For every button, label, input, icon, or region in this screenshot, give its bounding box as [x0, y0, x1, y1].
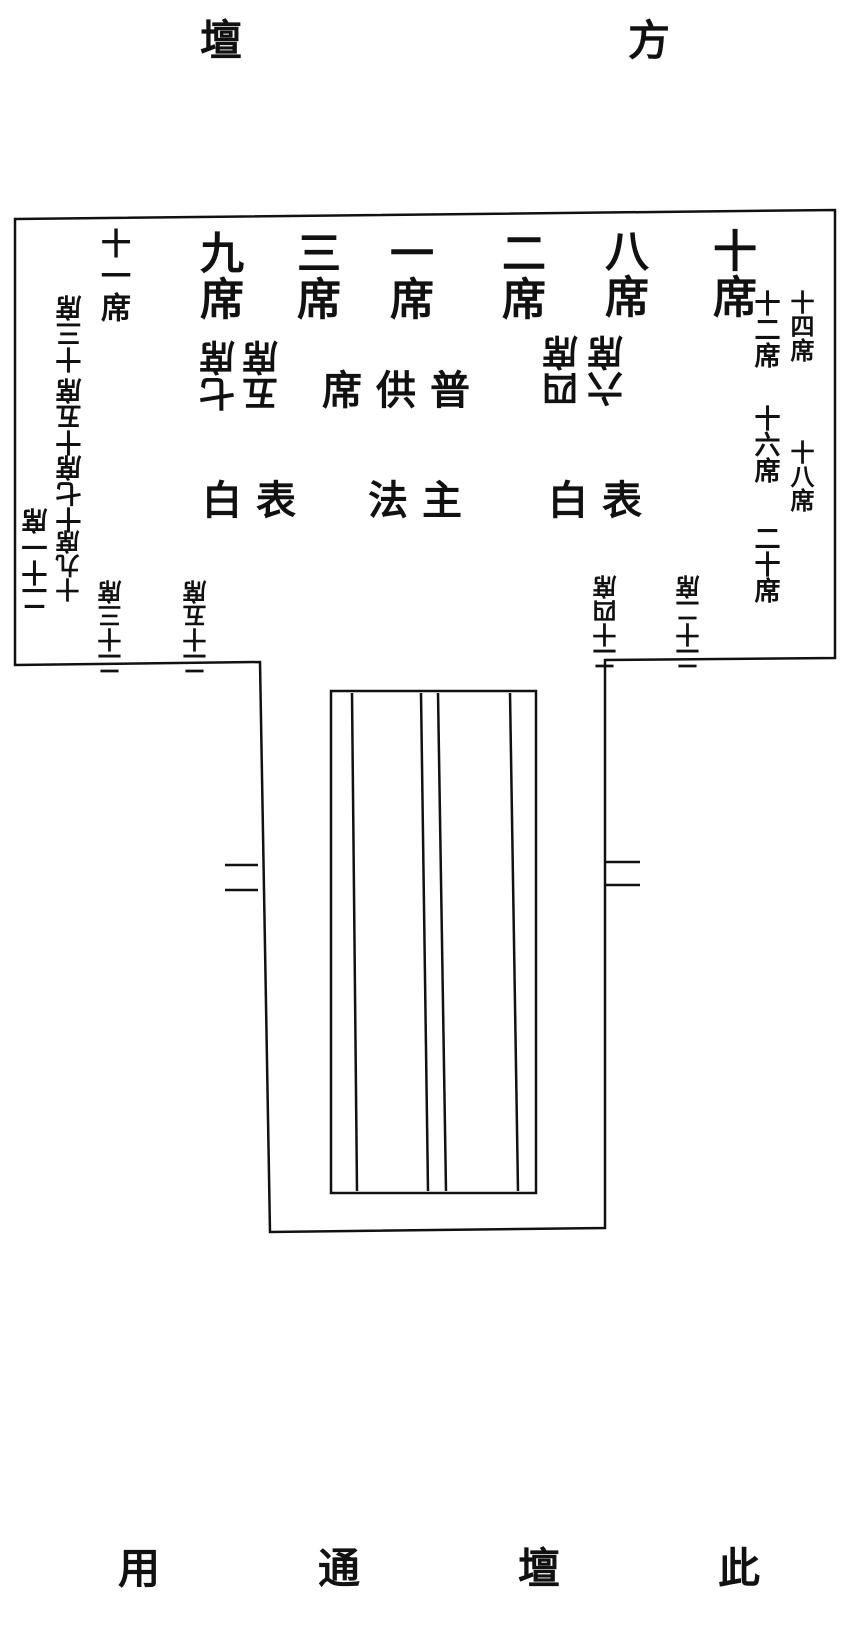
altar-table-line [419, 692, 430, 1192]
seat-top-2: 九席 [192, 230, 243, 322]
seat-top-7: 十席 [705, 228, 756, 320]
seat-bottom-left-1: 二十五席 [182, 580, 211, 676]
seat-top-5: 二席 [494, 230, 545, 322]
seat-inner-right-1: 六席 [587, 335, 629, 407]
seat-right-5: 二十席 [750, 525, 780, 603]
altar-table-line [436, 692, 448, 1192]
seat-left-3: 十七席 [56, 455, 86, 533]
seat-left-1: 十三席 [56, 295, 86, 373]
seat-right-2: 十四席 [786, 290, 815, 362]
bottom-caption-3: 壇 [518, 1544, 561, 1593]
altar-table-outer [329, 689, 538, 1195]
altar-platform-border [13, 208, 837, 1234]
seat-bottom-left-2: 二十三席 [97, 580, 126, 676]
seat-top-1: 十一席 [95, 228, 130, 324]
seat-inner-left-1: 五席 [242, 340, 284, 412]
seat-top-4: 一席 [382, 230, 433, 322]
top-caption-left: 壇 [200, 16, 243, 65]
seat-right-3: 十六席 [750, 405, 780, 483]
inner-center-seat: 普供席 [322, 367, 484, 414]
top-caption-right: 方 [628, 16, 671, 65]
seat-right-1: 十二席 [750, 290, 780, 368]
bottom-caption-4: 此 [718, 1544, 761, 1593]
seat-right-4: 十八席 [786, 440, 815, 512]
inner-label-right: 表白 [548, 477, 656, 524]
seat-bottom-right-1: 二十四席 [592, 575, 621, 671]
seat-bottom-right-2: 二十二席 [675, 575, 704, 671]
bottom-caption-2: 通 [318, 1544, 361, 1593]
altar-table-line [508, 692, 520, 1192]
bottom-caption-1: 用 [118, 1544, 161, 1593]
seat-left-4: 十九席 [55, 530, 84, 602]
seat-left-2: 十五席 [56, 378, 86, 456]
inner-label-center: 主法 [368, 477, 476, 524]
seat-top-6: 八席 [597, 228, 648, 320]
seat-top-3: 三席 [289, 230, 340, 322]
seat-inner-right-2: 四席 [542, 335, 584, 407]
seat-left-5: 二十一席 [22, 508, 52, 612]
altar-table-line [350, 692, 359, 1192]
inner-label-left: 表白 [202, 477, 310, 524]
seat-inner-left-2: 七席 [199, 340, 241, 412]
